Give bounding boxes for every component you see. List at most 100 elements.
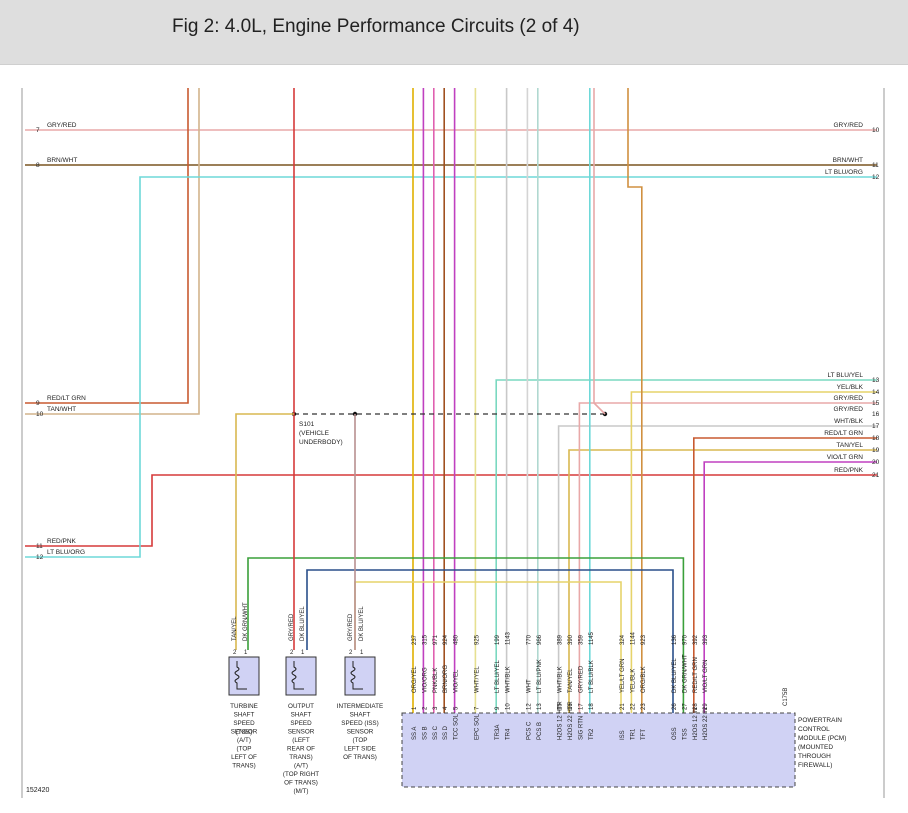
left-pin-number-11: 11 [36,543,43,550]
wire-pcm-pin-23 [627,88,643,713]
left-wire-label-9: RED/LT GRN [47,395,86,402]
sensor-label-turbine-2: SHAFT [234,712,255,719]
sensor-coil-icon-turbine [234,661,247,690]
pcm-circuit-5: 480 [454,634,460,645]
pcm-function-4: SS D [443,725,449,740]
sensor-abbrev-turbine: (TSS) [236,729,252,736]
pcm-pin-number-9: 9 [495,706,501,710]
sensor-label-turbine-5: (A/T) [237,737,251,744]
pcm-pin-number-28: 28 [693,703,699,710]
pcm-label-line-4: (MOUNTED [798,744,833,751]
pcm-function-10: TR4 [506,728,512,740]
pcm-function-1: SS A [412,727,418,740]
pcm-function-18: TR2 [589,728,595,740]
right-pin-number-21: 21 [872,472,880,479]
pcm-pin-number-10: 10 [506,703,512,710]
sensor-wire-intermediate-2: DK BLU/YEL [359,606,365,641]
sensor-label-output-5: (LEFT [292,737,310,744]
pcm-label-line-6: FIREWALL) [798,762,832,769]
sensor-label-output-3: SPEED [290,720,312,727]
sensor-label-intermediate-6: LEFT SIDE [344,746,376,753]
pcm-wire-color-9: LT BLU/YEL [495,660,501,693]
sensor-wire-intermediate-1: GRY/RED [348,613,354,641]
right-wire-label-12: LT BLU/ORG [825,169,863,176]
left-pin-number-9: 9 [36,400,40,407]
left-wire-label-7: GRY/RED [47,122,77,129]
right-wire-label-20: VIO/LT GRN [827,454,864,461]
pcm-wire-color-10: WHT/BLK [506,666,512,693]
pcm-circuit-13: 966 [537,634,543,645]
right-wire-label-13: LT BLU/YEL [827,372,863,379]
sensor-label-output-2: SHAFT [291,712,312,719]
pcm-circuit-29: 393 [703,634,709,645]
pcm-wire-color-23: ORG/BLK [641,666,647,693]
right-wire-label-18: RED/LT GRN [824,430,863,437]
right-pin-number-10: 10 [872,127,880,134]
pcm-pin-number-21: 21 [620,703,626,710]
pcm-function-28: H2OS 12 IN [693,708,699,740]
right-pin-number-11: 11 [872,162,879,169]
pcm-circuit-17: 359 [578,634,584,645]
pcm-function-12: PCS C [526,721,532,740]
pcm-label-line-2: CONTROL [798,726,830,733]
pcm-circuit-23: 923 [641,634,647,645]
pcm-pin-number-7: 7 [474,706,480,710]
right-wire-label-11: BRN/WHT [833,157,863,164]
pcm-wire-color-26: DK BLU/YEL [672,658,678,693]
sensor-pin-turbine-2: 1 [244,650,248,656]
wire-left-12-lt-blu-org [25,176,877,558]
pcm-circuit-26: 136 [672,634,678,645]
sensor-wire-turbine-1: TAN/YEL [232,616,238,641]
pcm-function-2: SS B [422,726,428,740]
right-pin-number-12: 12 [872,174,880,181]
pcm-wire-color-5: VIO/YEL [454,669,460,693]
wire-left-9-red-lt-grn [25,88,189,404]
right-wire-label-15: GRY/RED [834,395,864,402]
pcm-pin-number-29: 29 [703,703,709,710]
right-wire-label-21: RED/PNK [834,467,864,474]
pcm-wire-color-12: WHT [526,679,532,693]
sensor-coil-icon-output [291,661,304,690]
left-pin-number-12: 12 [36,554,44,561]
right-pin-number-15: 15 [872,400,880,407]
splice-name: S101 [299,421,315,428]
wire-gry-red-splice [593,88,606,415]
left-wire-label-12: LT BLU/ORG [47,549,85,556]
pcm-function-29: H2OS 22 IN [703,708,709,740]
pcm-pin-number-12: 12 [526,703,532,710]
sensor-pin-turbine-1: 2 [233,650,237,656]
pcm-wire-color-15: WHT/BLK [558,666,564,693]
pcm-function-23: TFT [641,729,647,740]
sensor-label-turbine-3: SPEED [233,720,255,727]
pcm-wire-color-1: ORG/YEL [412,666,418,693]
pcm-wire-color-13: LT BLU/PNK [537,659,543,693]
sensor-label-intermediate-7: OF TRANS) [343,754,377,761]
sensor-label-turbine-6: (TOP [237,746,252,753]
right-wire-label-14: YEL/BLK [837,384,864,391]
pcm-pin-number-22: 22 [630,703,636,710]
sensor-pin-intermediate-2: 1 [360,650,364,656]
pcm-function-27: TSS [682,728,688,740]
pcm-pin-number-16: 16 [568,703,574,710]
right-pin-number-19: 19 [872,447,880,454]
pcm-function-16: H2OS 22 HTR [568,701,574,740]
pcm-pin-number-23: 23 [641,703,647,710]
sensor-label-output-9: (TOP RIGHT [283,771,319,778]
left-pin-number-10: 10 [36,411,44,418]
pcm-wire-color-7: WHT/YEL [474,666,480,693]
pcm-pin-number-4: 4 [443,706,449,710]
pcm-function-22: TR1 [630,728,636,740]
sensor-label-output-7: TRANS) [289,754,312,761]
pcm-wire-color-28: RED/LT GRN [693,657,699,693]
right-wire-label-17: WHT/BLK [834,418,864,425]
sensor-label-output-6: REAR OF [287,746,315,753]
wire-pcm-pin-22 [630,391,877,713]
pcm-function-15: H2OS 12 HTR [558,701,564,740]
pcm-function-21: ISS [620,730,626,740]
pcm-function-13: PCS B [537,722,543,740]
pcm-circuit-18: 1145 [589,631,595,645]
pcm-wire-color-4: BRN/ORG [443,665,449,693]
right-wire-label-10: GRY/RED [834,122,864,129]
